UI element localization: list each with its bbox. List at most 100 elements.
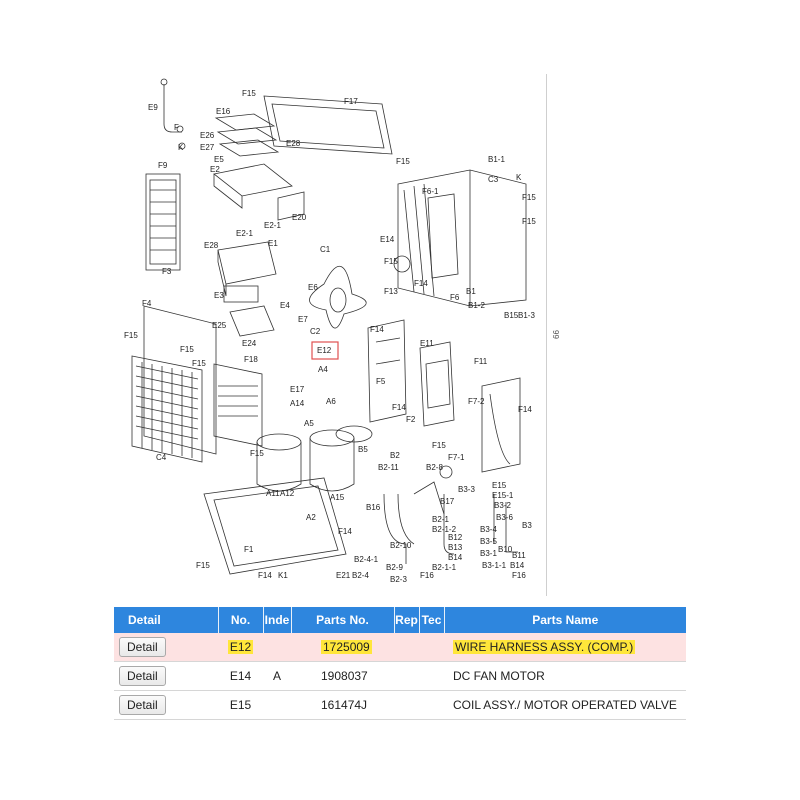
part-label: B2-1-2: [432, 525, 457, 534]
part-label: B3: [522, 521, 532, 530]
page-number: 99: [551, 330, 560, 339]
rep-cell: [394, 690, 419, 720]
part-label: B17: [440, 497, 455, 506]
parts-name: WIRE HARNESS ASSY. (COMP.): [453, 640, 636, 654]
part-label: F15: [250, 449, 264, 458]
rep-cell: [394, 661, 419, 691]
parts-no: 1725009: [321, 640, 372, 654]
detail-cell: Detail: [114, 633, 218, 662]
part-label: E15-1: [492, 491, 514, 500]
part-label: B1-1: [488, 155, 505, 164]
part-label: F15: [242, 89, 256, 98]
no-cell: E12: [218, 633, 263, 662]
part-label: E7: [298, 315, 308, 324]
part-label: F15: [432, 441, 446, 450]
part-label: E25: [212, 321, 227, 330]
part-label: B2-9: [386, 563, 403, 572]
part-label: E4: [280, 301, 290, 310]
part-label: B14: [510, 561, 525, 570]
part-label: E6: [308, 283, 318, 292]
part-label: F15: [196, 561, 210, 570]
part-label: B2-3: [390, 575, 407, 584]
part-label: B3-6: [496, 513, 513, 522]
part-label: F15: [522, 217, 536, 226]
part-label: B2: [390, 451, 400, 460]
part-label: B13: [448, 543, 463, 552]
index-cell: [263, 690, 291, 720]
part-label: B3-1-1: [482, 561, 507, 570]
col-header-parts-no[interactable]: Parts No.: [291, 607, 395, 633]
table-row[interactable]: Detail E15 161474J COIL ASSY./ MOTOR OPE…: [114, 690, 686, 720]
part-label: E2: [210, 165, 220, 174]
part-label: F17: [344, 97, 358, 106]
part-label: F13: [384, 287, 398, 296]
part-label: F14: [370, 325, 384, 334]
part-label: A12: [280, 489, 295, 498]
part-label: E26: [200, 131, 215, 140]
part-label: A5: [304, 419, 314, 428]
part-label: B1: [466, 287, 476, 296]
part-label: F3: [162, 267, 172, 276]
parts-no-cell: 1725009: [291, 633, 394, 662]
col-header-no[interactable]: No.: [218, 607, 264, 633]
col-header-rep[interactable]: Rep: [394, 607, 420, 633]
no-cell: E15: [218, 690, 263, 720]
part-label: B1-2: [468, 301, 485, 310]
part-label: F16: [420, 571, 434, 580]
detail-cell: Detail: [114, 690, 218, 720]
exploded-parts-diagram: F15 F17 E9 F K E16 E26 E27 E28 F15 E5 E2…: [114, 74, 546, 594]
col-header-index[interactable]: Inde: [263, 607, 292, 633]
part-label: E5: [214, 155, 224, 164]
part-label: F15: [522, 193, 536, 202]
detail-button[interactable]: Detail: [119, 695, 166, 715]
part-label: F15: [124, 331, 138, 340]
part-label: A15: [330, 493, 345, 502]
tec-cell: [419, 661, 444, 691]
part-label: E24: [242, 339, 257, 348]
col-header-parts-name[interactable]: Parts Name: [444, 607, 686, 633]
part-label: E2-1: [236, 229, 253, 238]
part-label: C2: [310, 327, 321, 336]
part-label: F18: [244, 355, 258, 364]
part-label: K1: [278, 571, 288, 580]
part-label: B2-8: [426, 463, 443, 472]
tec-cell: [419, 690, 444, 720]
table-header-row: Detail No. Inde Parts No. Rep Tec Parts …: [114, 607, 686, 633]
table-row[interactable]: Detail E12 1725009 WIRE HARNESS ASSY. (C…: [114, 633, 686, 662]
part-label: B2-1-1: [432, 563, 457, 572]
part-label: F7-1: [448, 453, 465, 462]
table-row[interactable]: Detail E14 A 1908037 DC FAN MOTOR: [114, 661, 686, 691]
part-label: K: [178, 143, 184, 152]
part-label: F5: [376, 377, 386, 386]
detail-button[interactable]: Detail: [119, 637, 166, 657]
part-label: B16: [366, 503, 381, 512]
part-label: B14: [448, 553, 463, 562]
part-label: E20: [292, 213, 307, 222]
parts-name-cell: DC FAN MOTOR: [444, 661, 686, 691]
part-label: E28: [204, 241, 219, 250]
part-label: C4: [156, 453, 167, 462]
detail-button[interactable]: Detail: [119, 666, 166, 686]
part-label: E14: [380, 235, 395, 244]
part-number-ref: E12: [227, 640, 254, 654]
part-label: F14: [414, 279, 428, 288]
part-label: B2-1: [432, 515, 449, 524]
part-label: A2: [306, 513, 316, 522]
part-label: A4: [318, 365, 328, 374]
part-label: F1: [244, 545, 254, 554]
parts-name-cell: COIL ASSY./ MOTOR OPERATED VALVE: [444, 690, 686, 720]
part-label: F16: [512, 571, 526, 580]
part-label: E12: [317, 346, 332, 355]
part-label: F6-1: [422, 187, 439, 196]
col-header-detail[interactable]: Detail: [114, 607, 219, 633]
col-header-tec[interactable]: Tec: [419, 607, 445, 633]
part-label: F9: [158, 161, 168, 170]
e12-callout-box[interactable]: [311, 341, 339, 360]
part-label: F2: [406, 415, 416, 424]
part-label: F4: [142, 299, 152, 308]
index-cell: A: [263, 661, 291, 691]
part-label: E17: [290, 385, 305, 394]
part-label: E3: [214, 291, 224, 300]
part-label: A6: [326, 397, 336, 406]
part-label: B3-2: [494, 501, 511, 510]
